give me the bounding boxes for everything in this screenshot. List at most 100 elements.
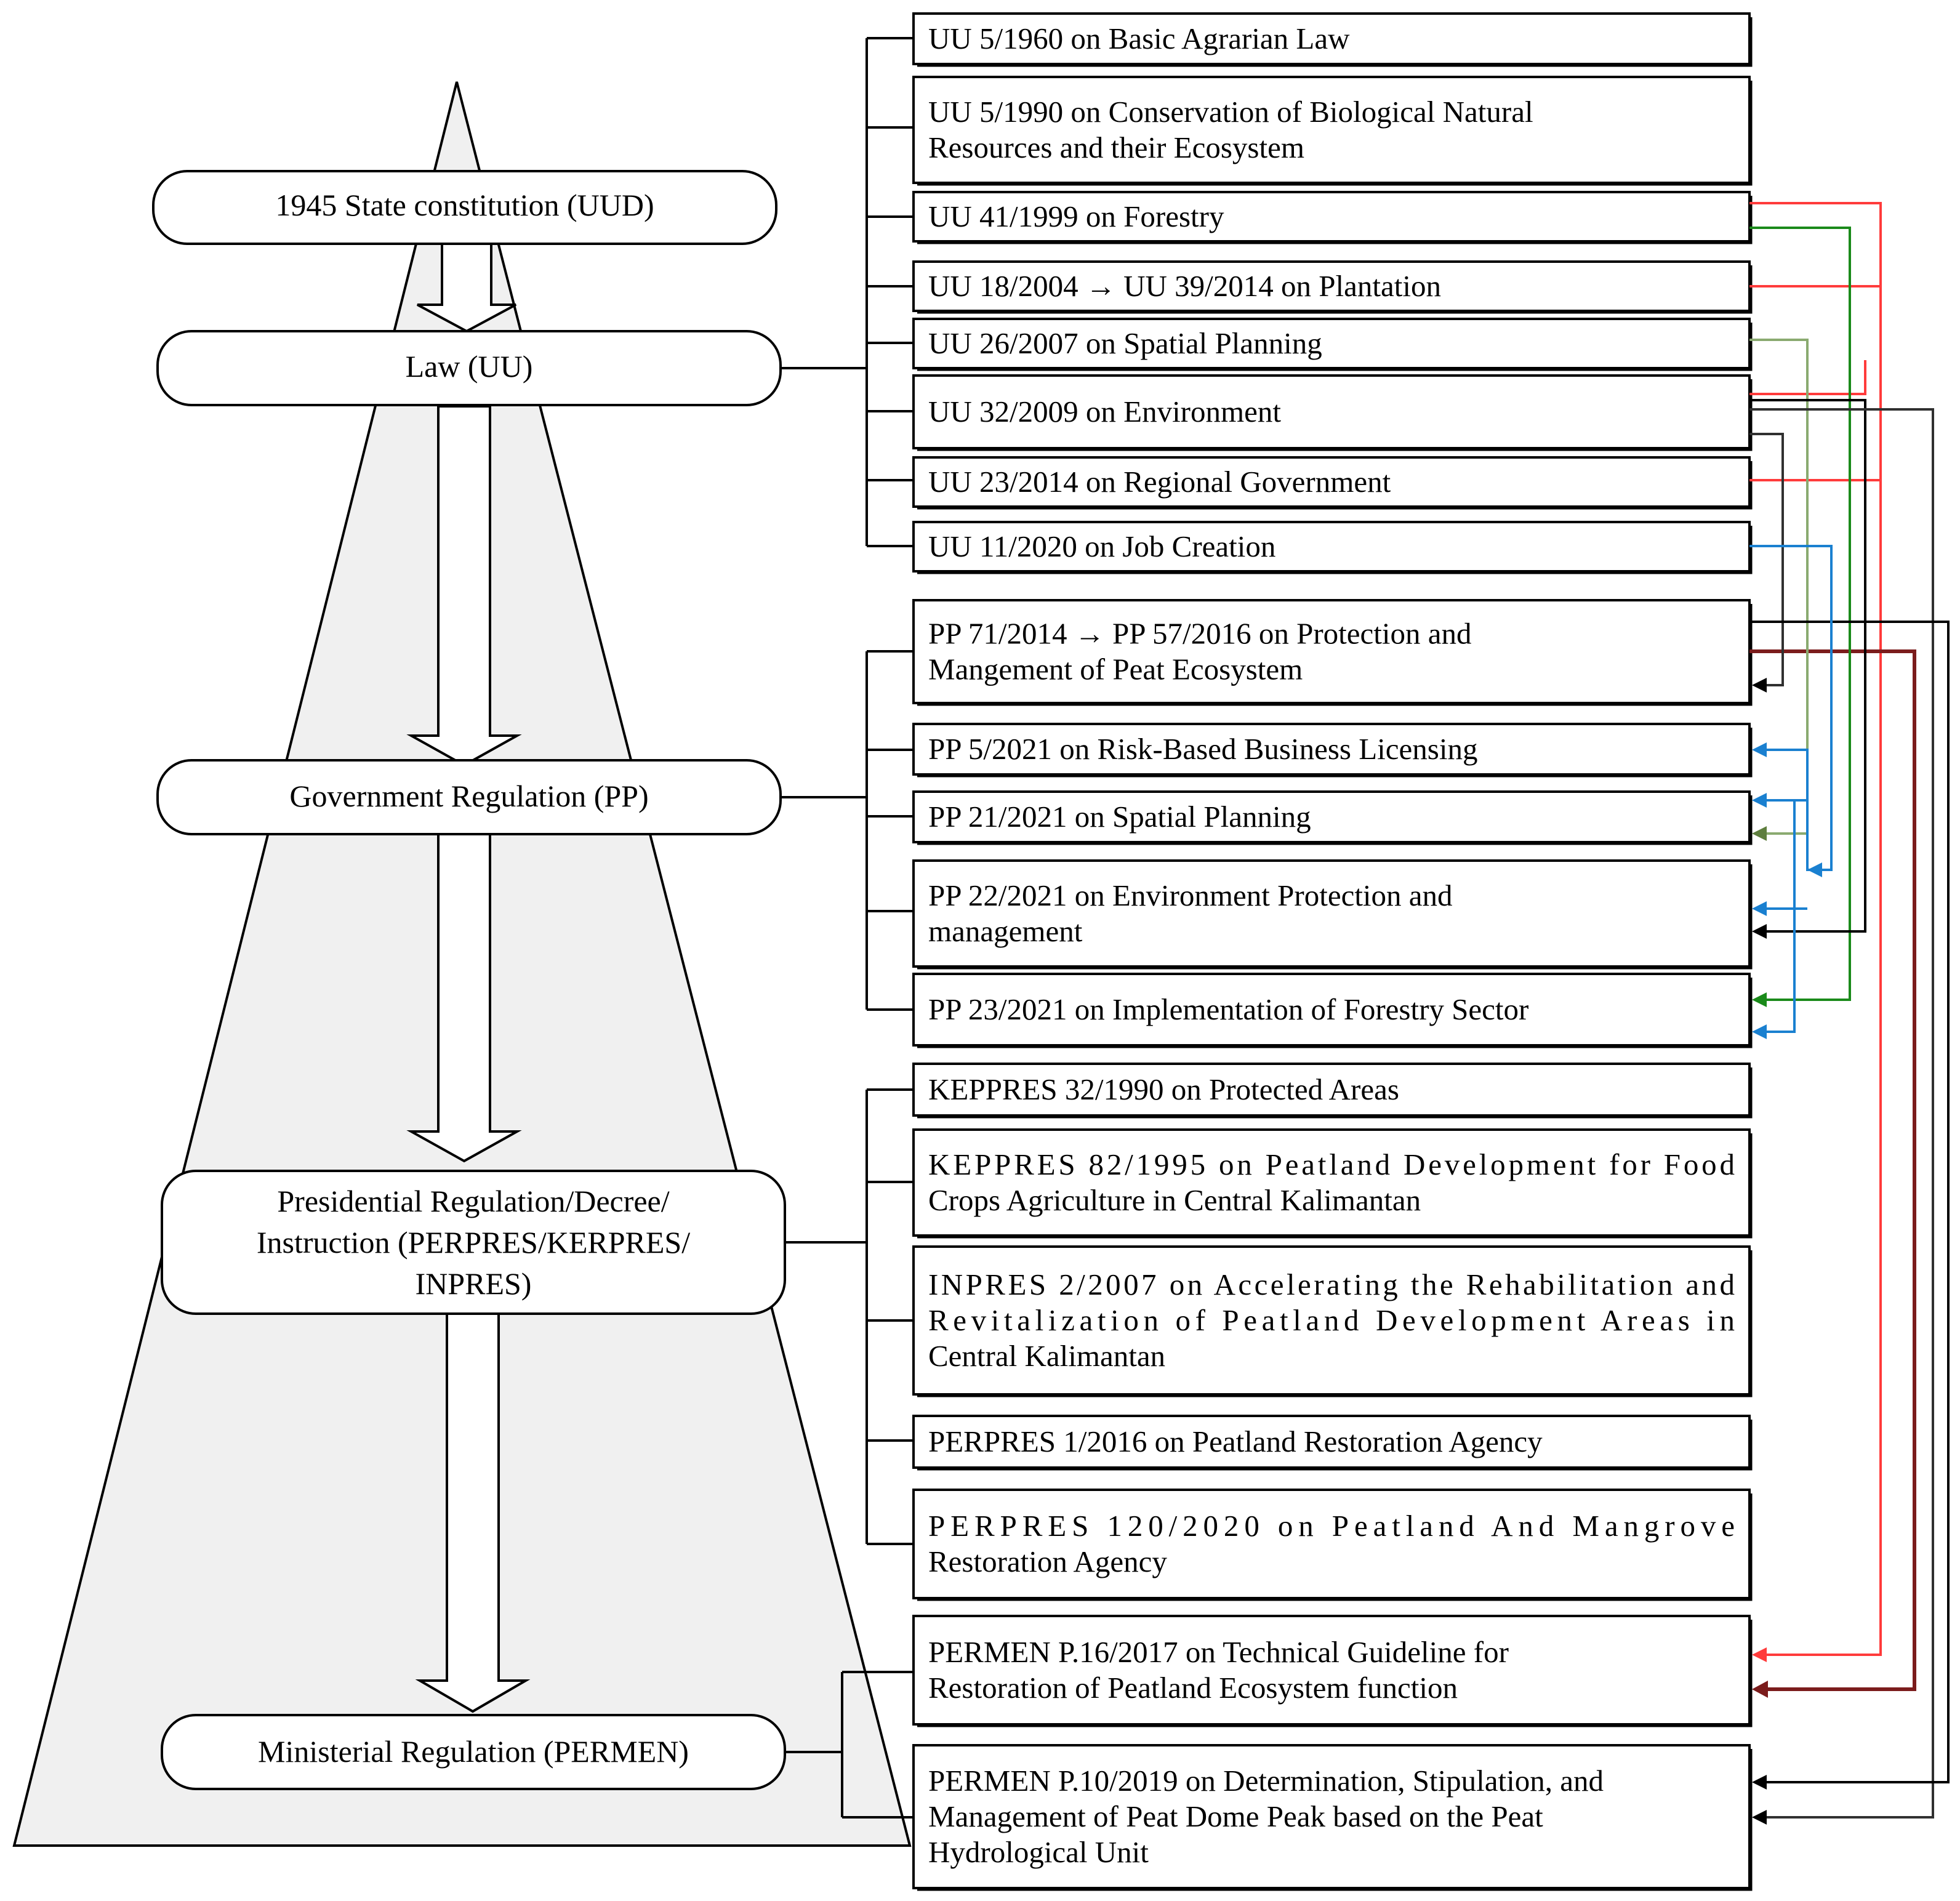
regulation-text-line: INPRES 2/2007 on Accelerating the Rehabi…	[928, 1268, 1735, 1301]
regulation-box-perpres1_2016: PERPRES 1/2016 on Peatland Restoration A…	[912, 1415, 1753, 1471]
arrowhead-blue-pp21	[1752, 793, 1767, 808]
level-uu-label: Law (UU)	[406, 349, 533, 384]
regulation-box-frame	[912, 374, 1751, 449]
regulation-box-perpres120_2020: PERPRES 120/2020 on Peatland And Mangrov…	[912, 1489, 1753, 1601]
regulation-box-shadow	[917, 196, 1753, 244]
regulation-box-keppres82_1995: KEPPRES 82/1995 on Peatland Development …	[912, 1128, 1753, 1239]
regulation-box-uu26_2007: UU 26/2007 on Spatial Planning	[912, 318, 1753, 371]
regulation-box-frame	[912, 456, 1751, 508]
regulation-box-frame	[912, 318, 1751, 369]
arrowhead-blue-pp22	[1752, 901, 1767, 916]
link-red-to-permen16	[1749, 202, 1882, 1656]
regulation-text-line: Management of Peat Dome Peak based on th…	[928, 1799, 1543, 1833]
arrowhead-black-permen10-lower	[1752, 1810, 1767, 1825]
regulation-box-shadow	[917, 17, 1753, 67]
link-black-uu32-pp71	[1749, 433, 1784, 686]
regulation-text-line: UU 23/2014 on Regional Government	[928, 465, 1391, 499]
regulation-box-frame	[912, 599, 1751, 704]
regulation-text-line: Mangement of Peat Ecosystem	[928, 653, 1303, 686]
regulation-box-frame	[912, 1063, 1751, 1117]
regulation-box-frame	[912, 191, 1751, 243]
bracket-presidential	[785, 1088, 914, 1545]
level-perpres-label-line3: INPRES)	[416, 1266, 532, 1301]
level-pp-label: Government Regulation (PP)	[289, 779, 648, 813]
link-black-uu32-pp22	[1749, 399, 1866, 933]
arrowhead-black-permen10-upper	[1752, 1775, 1767, 1790]
regulation-text-line: PP 71/2014 → PP 57/2016 on Protection an…	[928, 617, 1472, 651]
regulation-text-line: PERMEN P.16/2017 on Technical Guideline …	[928, 1635, 1509, 1669]
regulation-box-inpres2_2007: INPRES 2/2007 on Accelerating the Rehabi…	[912, 1245, 1753, 1397]
link-lightgreen-uu26-pp21	[1749, 339, 1809, 835]
regulation-text-line: Revitalization of Peatland Development A…	[928, 1303, 1735, 1337]
regulation-box-permen16_2017: PERMEN P.16/2017 on Technical Guideline …	[912, 1615, 1753, 1727]
link-blue-uu11-pp-group	[1749, 545, 1833, 1033]
regulation-box-frame	[912, 723, 1751, 776]
regulation-box-uu32_2009: UU 32/2009 on Environment	[912, 374, 1753, 451]
level-uud-label: 1945 State constitution (UUD)	[275, 188, 654, 222]
regulation-box-pp5_2021: PP 5/2021 on Risk-Based Business Licensi…	[912, 723, 1753, 778]
regulation-box-uu18_2004: UU 18/2004 → UU 39/2014 on Plantation	[912, 260, 1753, 314]
level-pp: Government Regulation (PP)	[156, 759, 782, 835]
regulation-text-line: UU 41/1999 on Forestry	[928, 199, 1224, 233]
regulation-box-uu5_1990: UU 5/1990 on Conservation of Biological …	[912, 76, 1753, 186]
regulation-text-line: KEPPRES 82/1995 on Peatland Development …	[928, 1147, 1735, 1181]
link-gray-uu32-permen10	[1749, 408, 1934, 1819]
regulation-box-pp23_2021: PP 23/2021 on Implementation of Forestry…	[912, 973, 1753, 1048]
level-permen: Ministerial Regulation (PERMEN)	[161, 1714, 786, 1790]
regulation-box-pp22_2021: PP 22/2021 on Environment Protection and…	[912, 859, 1753, 970]
regulation-text-line: Crops Agriculture in Central Kalimantan	[928, 1183, 1421, 1217]
arrowhead-blue-mid	[1807, 862, 1822, 877]
regulation-box-shadow	[917, 1133, 1753, 1239]
level-perpres: Presidential Regulation/Decree/ Instruct…	[161, 1170, 786, 1315]
regulation-box-shadow	[917, 1493, 1753, 1601]
regulation-text-line: PERPRES 120/2020 on Peatland And Mangrov…	[928, 1509, 1735, 1543]
arrowhead-red-permen16	[1752, 1647, 1767, 1662]
regulation-box-frame	[912, 12, 1751, 65]
regulation-text-line: Restoration Agency	[928, 1545, 1167, 1578]
regulation-box-uu5_1960: UU 5/1960 on Basic Agrarian Law	[912, 12, 1753, 67]
regulation-box-frame	[912, 1744, 1751, 1889]
regulation-box-shadow	[917, 265, 1753, 314]
regulation-box-shadow	[917, 1420, 1753, 1471]
regulation-box-shadow	[917, 864, 1753, 970]
regulation-text-line: PERMEN P.10/2019 on Determination, Stipu…	[928, 1764, 1604, 1798]
regulation-text-line: KEPPRES 32/1990 on Protected Areas	[928, 1072, 1399, 1106]
regulation-text-line: Hydrological Unit	[928, 1835, 1149, 1869]
regulation-box-shadow	[917, 1250, 1753, 1397]
regulation-box-frame	[912, 973, 1751, 1047]
regulation-text-line: Resources and their Ecosystem	[928, 131, 1304, 164]
regulation-box-frame	[912, 1415, 1751, 1469]
regulation-boxes: UU 5/1960 on Basic Agrarian Law UU 5/1990…	[912, 12, 1753, 1891]
regulation-text-line: PP 23/2021 on Implementation of Forestry…	[928, 992, 1528, 1026]
regulation-text-line: UU 32/2009 on Environment	[928, 395, 1281, 428]
regulation-text-line: UU 5/1960 on Basic Agrarian Law	[928, 22, 1350, 55]
hierarchy-arrows	[406, 242, 531, 1713]
arrowhead-black-pp22	[1752, 924, 1767, 939]
regulation-box-shadow	[917, 461, 1753, 510]
regulation-box-shadow	[917, 1749, 1753, 1891]
regulation-box-shadow	[917, 323, 1753, 371]
regulation-box-pp71_2014: PP 71/2014 → PP 57/2016 on Protection an…	[912, 599, 1753, 706]
level-perpres-label-line2: Instruction (PERPRES/KERPRES/	[257, 1225, 690, 1260]
regulation-box-uu41_1999: UU 41/1999 on Forestry	[912, 191, 1753, 244]
regulation-box-shadow	[917, 604, 1753, 706]
regulation-box-pp21_2021: PP 21/2021 on Spatial Planning	[912, 790, 1753, 845]
down-arrow-uud-uu	[417, 242, 516, 333]
regulation-box-shadow	[917, 795, 1753, 845]
regulation-box-frame	[912, 1489, 1751, 1599]
regulation-text-line: PP 21/2021 on Spatial Planning	[928, 800, 1311, 834]
down-arrow-uu-pp	[406, 405, 522, 767]
regulation-text-line: PERPRES 1/2016 on Peatland Restoration A…	[928, 1425, 1543, 1458]
down-arrow-pp-perpres	[406, 833, 522, 1163]
bracket-connectors	[781, 37, 914, 1819]
bracket-law	[781, 37, 914, 547]
link-green-uu41-pp23	[1749, 227, 1851, 1001]
link-red-secondary	[1749, 360, 1866, 395]
arrowhead-black-pp71	[1752, 678, 1767, 693]
regulation-text-line: Central Kalimantan	[928, 1339, 1165, 1373]
bracket-ministerial	[785, 1671, 914, 1819]
regulation-box-frame	[912, 790, 1751, 843]
arrowhead-darkred-permen16	[1752, 1681, 1768, 1698]
regulation-box-uu11_2020: UU 11/2020 on Job Creation	[912, 521, 1753, 574]
regulation-box-shadow	[917, 728, 1753, 778]
